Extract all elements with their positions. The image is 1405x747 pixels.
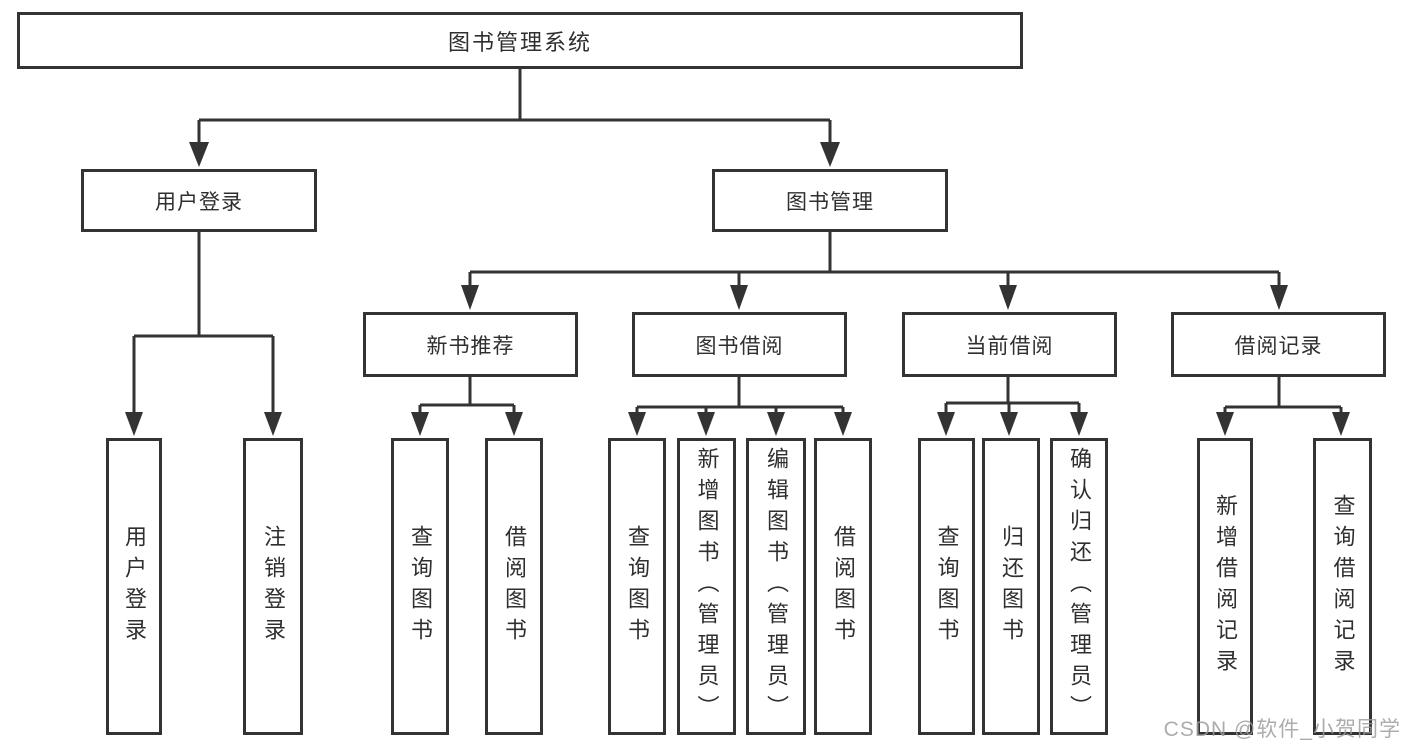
arrow-down-icon <box>767 412 785 436</box>
arrow-down-icon <box>264 412 282 436</box>
arrow-down-icon <box>411 412 429 436</box>
arrow-down-icon <box>1216 412 1234 436</box>
connector-newbook-to-leaves <box>418 376 516 415</box>
arrow-down-icon <box>999 285 1017 310</box>
node-label: 图书管理系统 <box>447 29 592 55</box>
connector-userlogin-to-leaves <box>132 232 275 415</box>
node-label: 当前借阅 <box>965 334 1054 358</box>
node-label: 图书管理 <box>786 190 874 214</box>
leaf-edit-book-admin: 编辑图书（管理员） <box>746 438 806 735</box>
connector-bookmgmt-to-level3 <box>468 232 1281 289</box>
node-label: 查询图书 <box>934 524 960 649</box>
arrow-down-icon <box>1332 412 1350 436</box>
node-label: 查询借阅记录 <box>1330 493 1356 680</box>
leaf-borrow-books-borrowing: 借阅图书 <box>814 438 872 735</box>
node-label: 查询图书 <box>408 524 433 649</box>
leaf-confirm-return-admin: 确认归还（管理员） <box>1050 438 1108 735</box>
node-borrowing-records: 借阅记录 <box>1171 312 1386 377</box>
leaf-logout: 注销登录 <box>243 438 303 735</box>
arrow-down-icon <box>820 142 840 167</box>
leaf-query-books-newrec: 查询图书 <box>391 438 449 735</box>
node-root-system: 图书管理系统 <box>17 12 1023 69</box>
node-label: 借阅图书 <box>502 524 527 649</box>
node-label: 用户登录 <box>155 190 243 214</box>
leaf-query-books-borrowing: 查询图书 <box>608 438 666 735</box>
arrow-down-icon <box>505 412 523 436</box>
node-book-borrowing: 图书借阅 <box>632 312 847 377</box>
node-label: 借阅图书 <box>831 524 856 649</box>
arrow-down-icon <box>697 412 715 436</box>
arrow-down-icon <box>189 142 209 167</box>
node-label: 归还图书 <box>999 524 1024 649</box>
leaf-borrow-books-newrec: 借阅图书 <box>485 438 543 735</box>
connector-root-to-level2 <box>197 69 832 146</box>
node-label: 用户登录 <box>122 524 147 649</box>
arrow-down-icon <box>628 412 646 436</box>
node-new-book-recommendation: 新书推荐 <box>363 312 578 377</box>
connector-currentborrow-to-leaves <box>944 376 1081 415</box>
node-label: 借阅记录 <box>1234 334 1323 358</box>
node-label: 注销登录 <box>261 524 286 649</box>
leaf-user-login: 用户登录 <box>106 438 162 735</box>
node-label: 图书借阅 <box>695 334 784 358</box>
arrow-down-icon <box>125 412 143 436</box>
watermark: CSDN @软件_小贺同学 <box>1163 718 1401 741</box>
arrow-down-icon <box>1270 285 1288 310</box>
arrow-down-icon <box>1000 412 1018 436</box>
node-label: 新书推荐 <box>426 334 515 358</box>
node-label: 确认归还（管理员） <box>1067 447 1092 726</box>
leaf-query-borrow-record: 查询借阅记录 <box>1313 438 1372 735</box>
arrow-down-icon <box>1070 412 1088 436</box>
arrowheads <box>125 142 1350 436</box>
arrow-down-icon <box>834 412 852 436</box>
leaf-add-book-admin: 新增图书（管理员） <box>677 438 736 735</box>
node-label: 新增借阅记录 <box>1213 493 1238 680</box>
leaf-query-books-current: 查询图书 <box>918 438 975 735</box>
leaf-add-borrow-record: 新增借阅记录 <box>1197 438 1253 735</box>
connector-bookborrow-to-leaves <box>635 376 845 415</box>
node-current-borrowing: 当前借阅 <box>902 312 1117 377</box>
arrow-down-icon <box>730 285 748 310</box>
node-label: 编辑图书（管理员） <box>764 447 789 726</box>
node-label: 新增图书（管理员） <box>694 447 720 726</box>
arrow-down-icon <box>937 412 955 436</box>
arrow-down-icon <box>461 285 479 310</box>
connector-borrowrecord-to-leaves <box>1223 376 1343 415</box>
node-label: 查询图书 <box>625 524 650 649</box>
leaf-return-book: 归还图书 <box>982 438 1040 735</box>
node-user-login: 用户登录 <box>81 169 317 232</box>
node-book-management: 图书管理 <box>712 169 948 232</box>
